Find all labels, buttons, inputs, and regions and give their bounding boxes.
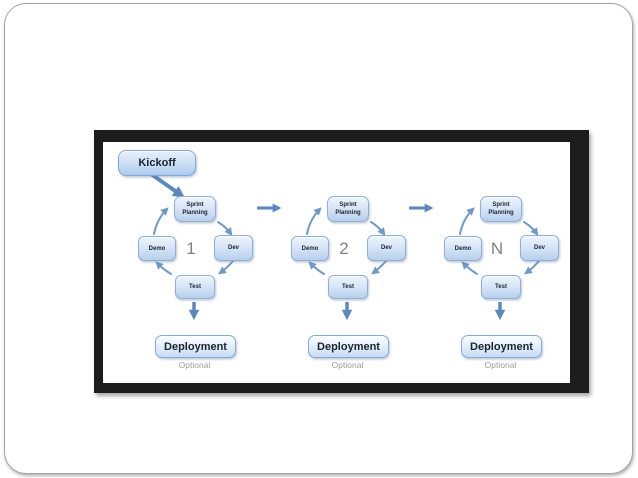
arrow-demo-to-planning-icon [153,207,169,235]
sprint-planning-label-line2: Planning [182,210,208,216]
sprint-planning-box: Sprint Planning [327,196,369,222]
arrow-planning-to-dev-icon [523,221,539,236]
dev-box: Dev [367,235,406,261]
diagram-frame: Kickoff Sprint Planning Demo Dev Test 1 … [94,130,589,393]
sprint-cycle-2: Sprint Planning Demo Dev Test 2 Deployme… [291,196,406,382]
arrow-test-to-demo-icon [155,261,172,275]
optional-label: Optional [331,360,364,370]
arrow-demo-to-planning-icon [459,207,475,235]
arrow-dev-to-test-icon [218,260,234,275]
cycle-number: N [490,239,504,258]
arrow-dev-to-test-icon [524,260,540,275]
deployment-box: Deployment [308,335,389,358]
dev-box: Dev [520,235,559,261]
sprint-cycle-1: Sprint Planning Demo Dev Test 1 Deployme… [138,196,253,382]
cycle-number: 2 [339,239,349,258]
optional-label: Optional [484,360,517,370]
sprint-planning-label-line2: Planning [488,210,514,216]
test-box: Test [481,275,521,299]
arrow-dev-to-test-icon [371,260,387,275]
dev-box: Dev [214,235,253,261]
sprint-planning-label-line1: Sprint [492,202,510,208]
slide-canvas: Kickoff Sprint Planning Demo Dev Test 1 … [4,3,633,474]
arrow-planning-to-dev-icon [370,221,386,236]
optional-label: Optional [178,360,211,370]
demo-box: Demo [138,236,176,261]
sprint-planning-label-line1: Sprint [339,202,357,208]
demo-box: Demo [444,236,482,261]
test-box: Test [175,275,215,299]
cycle-number: 1 [186,239,196,258]
kickoff-to-planning-arrow-icon [149,172,185,198]
demo-box: Demo [291,236,329,261]
arrow-planning-to-dev-icon [217,221,233,236]
deployment-box: Deployment [461,335,542,358]
deployment-box: Deployment [155,335,236,358]
arrow-test-to-demo-icon [461,261,478,275]
sprint-planning-label-line1: Sprint [186,202,204,208]
sprint-planning-box: Sprint Planning [480,196,522,222]
arrow-test-to-demo-icon [308,261,325,275]
sprint-planning-box: Sprint Planning [174,196,216,222]
sprint-planning-label-line2: Planning [335,210,361,216]
kickoff-box: Kickoff [118,150,196,176]
arrow-demo-to-planning-icon [306,207,322,235]
test-box: Test [328,275,368,299]
sprint-cycle-n: Sprint Planning Demo Dev Test N Deployme… [444,196,559,382]
